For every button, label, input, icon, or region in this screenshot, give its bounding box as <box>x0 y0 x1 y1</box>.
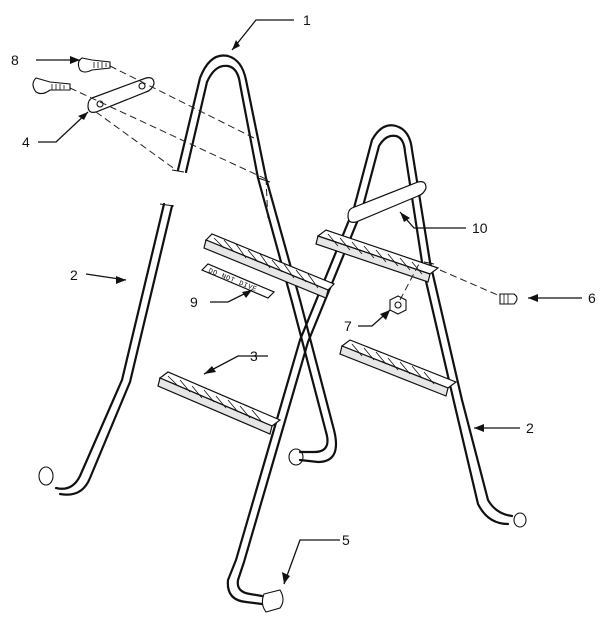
tread-lower-left <box>157 371 282 435</box>
callout-6: 6 <box>588 290 596 306</box>
callout-7: 7 <box>344 318 352 334</box>
tread-upper-right <box>315 229 440 283</box>
right-frame-front-leg-inner <box>236 208 364 598</box>
nut-7 <box>389 295 407 315</box>
assembly-line-brace-left <box>95 111 177 171</box>
callout-3: 3 <box>250 348 258 364</box>
bolt-lower <box>32 77 71 95</box>
foot-cap-5 <box>261 589 284 613</box>
left-joint-a <box>171 169 185 173</box>
callout-9: 9 <box>190 294 198 310</box>
right-frame-top-bend <box>352 124 432 264</box>
callout-2-right: 2 <box>526 420 534 436</box>
left-joint-c <box>257 177 271 183</box>
callout-4: 4 <box>22 134 30 150</box>
left-frame-rear-leg-outer <box>264 176 338 464</box>
right-frame-top-bend-inner <box>360 134 424 264</box>
callout-2-left: 2 <box>70 267 78 283</box>
bolt-upper <box>77 57 111 73</box>
left-leg-foot-cap <box>38 466 54 486</box>
assembly-line-nut-7 <box>399 261 421 301</box>
left-frame <box>38 54 338 496</box>
right-frame-rear-leg-outer <box>428 260 514 518</box>
assembly-line-bolt-6 <box>439 269 501 297</box>
left-leg-inner <box>58 204 174 496</box>
callout-1: 1 <box>303 12 311 28</box>
right-frame <box>226 124 527 606</box>
callout-10: 10 <box>472 220 488 236</box>
left-frame-rear-leg-inner <box>256 176 329 454</box>
left-joint-b <box>159 203 175 207</box>
callout-5: 5 <box>342 532 350 548</box>
assembly-line-brace-rear <box>265 177 269 223</box>
leaders <box>36 19 582 585</box>
callout-8: 8 <box>11 52 19 68</box>
left-frame-top-bend-inner <box>184 64 260 180</box>
left-frame-rear-foot-cap <box>288 448 304 466</box>
right-rear-foot-cap <box>513 512 527 528</box>
tread-upper-left <box>203 233 336 299</box>
right-frame-rear-leg-inner <box>420 262 510 526</box>
side-brace-10 <box>347 181 427 223</box>
left-frame-top-bend <box>176 54 268 180</box>
tread-lower-right <box>339 339 458 397</box>
warning-label-text: DO NOT DIVE <box>207 267 258 294</box>
assembly-line-bolt-upper <box>109 65 259 141</box>
assembly-line-bolt-lower <box>69 87 269 181</box>
bolt-6 <box>499 293 518 305</box>
right-joint-a <box>423 261 435 265</box>
left-leg-outer <box>54 202 166 490</box>
right-frame-front-leg-outer <box>226 206 356 606</box>
